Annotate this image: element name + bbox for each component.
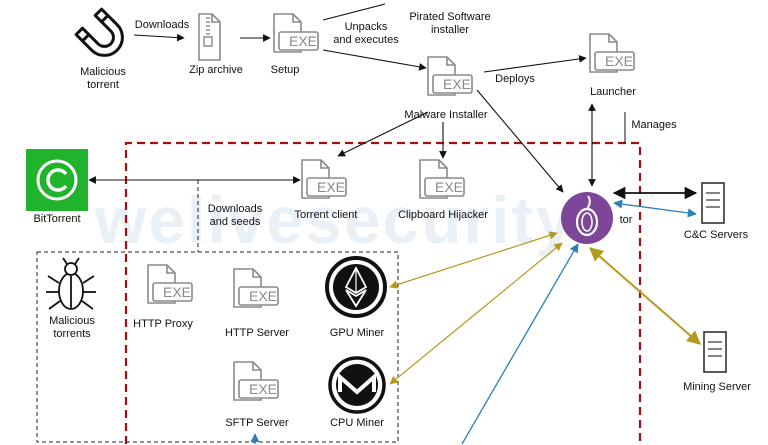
node-sftp-server: SFTP Server (225, 417, 289, 429)
edge-installer-torrent (337, 111, 429, 157)
ethereum-logo (325, 256, 387, 318)
gold-edges (389, 231, 702, 385)
node-mining-server: Mining Server (683, 381, 751, 393)
node-pirated-software: Pirated Software installer (409, 11, 491, 36)
node-clipboard-hijacker: Clipboard Hijacker (398, 209, 488, 221)
node-http-proxy: HTTP Proxy (133, 318, 193, 330)
edge-label-downloads-seeds: Downloads and seeds (207, 203, 263, 228)
edge-bottom-tor-blue (461, 243, 579, 445)
zip-archive-icon (198, 13, 221, 61)
edge-label-manages: Manages (631, 119, 677, 131)
exe-badge: EXE (163, 284, 191, 300)
node-gpu-miner: GPU Miner (329, 327, 385, 339)
edge-cc-tor-blue (613, 199, 697, 218)
node-tor: tor (619, 214, 633, 226)
node-http-server: HTTP Server (225, 327, 289, 339)
node-cc-servers: C&C Servers (683, 229, 749, 241)
edge-label-unpacks: Unpacks and executes (333, 21, 399, 46)
monero-logo (328, 356, 386, 414)
node-malicious-torrent: Malicious torrent (80, 66, 126, 91)
edge-label-deploys: Deploys (495, 73, 535, 85)
node-cpu-miner: CPU Miner (330, 417, 384, 429)
exe-badge: EXE (605, 53, 633, 69)
edge-tor-mining (588, 247, 702, 345)
edge-downloads (133, 33, 185, 42)
mining-server-icon (703, 331, 727, 373)
exe-badge: EXE (249, 288, 277, 304)
edge-unpacks (322, 49, 427, 71)
edge-label-downloads: Downloads (134, 19, 190, 31)
node-malware-installer: Malware Installer (404, 109, 488, 121)
exe-badge: EXE (435, 179, 463, 195)
black-edges (88, 3, 698, 200)
exe-badge: EXE (289, 33, 317, 49)
edge-cpu-tor (389, 242, 563, 385)
node-zip-archive: Zip archive (189, 64, 243, 76)
exe-badge: EXE (443, 76, 471, 92)
exe-badge: EXE (317, 179, 345, 195)
exe-badge: EXE (249, 381, 277, 397)
node-malicious-torrents: Malicious torrents (49, 315, 95, 340)
node-setup: Setup (270, 64, 300, 76)
magnet-icon (74, 7, 124, 57)
blue-edges (250, 199, 697, 445)
tor-logo (561, 192, 613, 244)
bittorrent-logo (26, 149, 88, 211)
edge-gpu-tor (389, 231, 558, 289)
edge-setup-pirated (322, 3, 386, 21)
edge-deploys (483, 55, 587, 73)
node-launcher: Launcher (590, 86, 636, 98)
node-bittorrent: BitTorrent (33, 213, 81, 225)
edge-installer-tor (476, 89, 564, 193)
bug-icon (46, 257, 96, 310)
cc-server-icon (701, 182, 725, 224)
node-torrent-client: Torrent client (294, 209, 358, 221)
